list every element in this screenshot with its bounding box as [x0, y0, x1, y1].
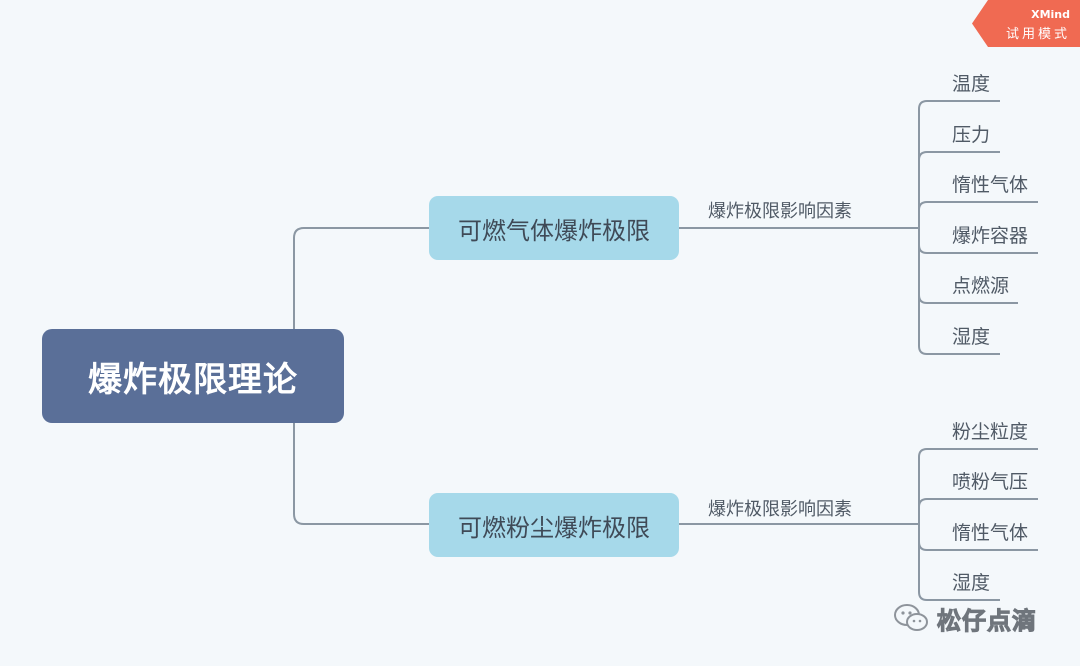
- connector-root-branch-1: [293, 227, 429, 329]
- trial-badge-shape: [972, 0, 1080, 47]
- leaf-gas-1[interactable]: 温度: [952, 73, 991, 95]
- leaf-dust-1[interactable]: 粉尘粒度: [952, 421, 1029, 443]
- connector-leaf-2-2: [918, 498, 1038, 508]
- branch-topic-gas[interactable]: 可燃气体爆炸极限: [429, 196, 679, 260]
- leaf-gas-5[interactable]: 点燃源: [952, 275, 1010, 297]
- leaf-gas-3[interactable]: 惰性气体: [952, 174, 1029, 196]
- trial-badge-brand: XMind: [1031, 8, 1070, 21]
- connector-leaf-2-1: [918, 448, 1038, 524]
- connector-leaf-2-4: [918, 524, 1000, 601]
- watermark: 松仔点滴: [893, 600, 1037, 636]
- leaf-dust-3[interactable]: 惰性气体: [952, 522, 1029, 544]
- leaf-dust-4[interactable]: 湿度: [952, 572, 991, 594]
- branch-topic-dust[interactable]: 可燃粉尘爆炸极限: [429, 493, 679, 557]
- trial-mode-badge: XMind 试用模式: [972, 0, 1080, 47]
- connector-leaf-1-1: [918, 100, 1000, 228]
- leaf-gas-4[interactable]: 爆炸容器: [952, 225, 1029, 247]
- connector-leaf-1-6: [918, 228, 1000, 355]
- leaf-gas-2[interactable]: 压力: [952, 124, 991, 146]
- leaf-dust-2[interactable]: 喷粉气压: [952, 471, 1029, 493]
- root-topic[interactable]: 爆炸极限理论: [42, 329, 344, 423]
- connector-leaf-1-3: [918, 201, 1038, 211]
- connector-root-branch-2: [293, 423, 429, 525]
- connector-leaf-1-2: [918, 151, 1000, 161]
- factor-label-dust[interactable]: 爆炸极限影响因素: [708, 499, 852, 520]
- watermark-text: 松仔点滴: [937, 606, 1037, 635]
- wechat-icon: [894, 604, 928, 631]
- trial-badge-text: 试用模式: [1005, 27, 1070, 42]
- leaf-gas-6[interactable]: 湿度: [952, 326, 991, 348]
- factor-label-gas[interactable]: 爆炸极限影响因素: [708, 201, 852, 222]
